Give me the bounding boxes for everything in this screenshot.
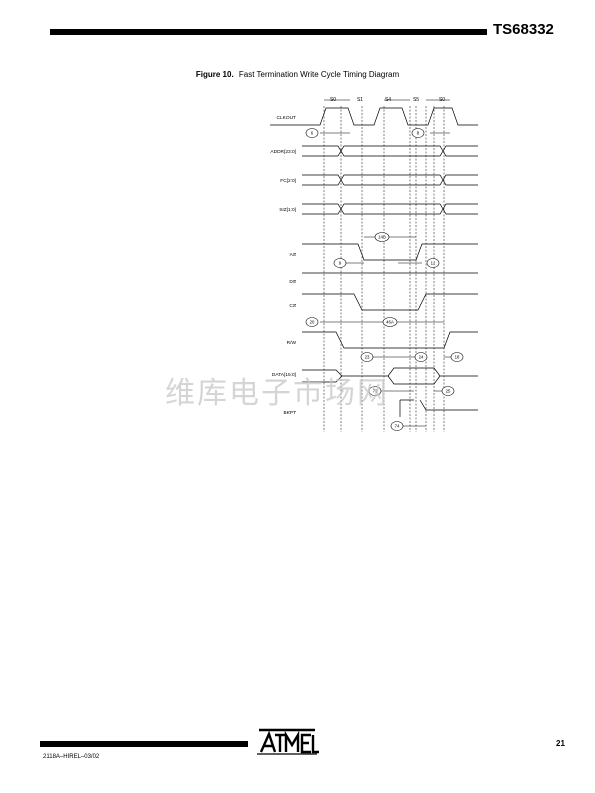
- figure-caption: Figure 10. Fast Termination Write Cycle …: [0, 70, 595, 79]
- param-9-circle: [333, 258, 347, 268]
- figure-label: Figure 10.: [195, 70, 234, 79]
- cs-waveform: [302, 293, 478, 311]
- document-title: TS68332: [493, 21, 554, 38]
- signal-label: FC[2:0]: [280, 178, 296, 184]
- atmel-logo: [255, 726, 319, 761]
- param-label: 23: [365, 355, 370, 360]
- signal-label: SIZ[1:0]: [279, 207, 296, 213]
- param-20-circle: [305, 317, 319, 327]
- footer-rule: [40, 741, 248, 747]
- watermark: 维库电子市场网: [165, 376, 389, 411]
- page-number: 21: [556, 739, 565, 748]
- as-waveform: [302, 243, 478, 261]
- siz-waveform: [302, 203, 478, 215]
- signal-label: DS: [289, 279, 296, 285]
- signal-label: ADDR[23:0]: [270, 149, 296, 155]
- param-label: 73: [373, 389, 378, 394]
- document-code: 2118A–HIREL–03/02: [43, 754, 100, 760]
- header-rule: [50, 29, 487, 35]
- param-label: 46A: [386, 320, 394, 325]
- addr-waveform: [302, 145, 478, 157]
- param-label: 74: [395, 424, 400, 429]
- reference-lines: [323, 106, 445, 432]
- state-label: S4: [385, 97, 391, 103]
- data-waveform: [302, 367, 478, 385]
- signal-label: AS: [290, 252, 296, 258]
- param-label: 25: [446, 389, 451, 394]
- param-label: 8: [417, 131, 420, 136]
- param-label: 24: [419, 355, 424, 360]
- signal-label: BKPT: [283, 410, 296, 416]
- signal-label: CS: [289, 303, 296, 309]
- param-label: 9: [339, 261, 342, 266]
- rw-waveform: [302, 331, 478, 349]
- param-18-circle: [450, 352, 464, 362]
- param-12-circle: [426, 258, 440, 268]
- signal-label: DATA[15:0]: [272, 372, 296, 378]
- param-74-circle: [390, 421, 404, 431]
- param-14b-circle: [374, 232, 390, 242]
- param-label: 14B: [378, 235, 386, 240]
- param-25-circle: [441, 386, 455, 396]
- param-label: 6: [311, 131, 314, 136]
- state-label: S0: [439, 97, 445, 103]
- timing-arrows: [320, 132, 456, 427]
- clkout-waveform: [270, 107, 478, 126]
- param-8-circle: [411, 128, 425, 138]
- state-label: S5: [413, 97, 419, 103]
- timing-diagram: S0 S1 S4 S5 S0 CLKOUT ADDR[23:0] FC[2:0]…: [250, 92, 482, 447]
- param-6-circle: [305, 128, 319, 138]
- state-label: S0: [330, 97, 336, 103]
- param-46a-circle: [382, 317, 398, 327]
- fc-waveform: [302, 174, 478, 186]
- state-label: S1: [357, 97, 363, 103]
- param-24-circle: [414, 352, 428, 362]
- param-23-circle: [360, 352, 374, 362]
- param-label: 18: [455, 355, 460, 360]
- bkpt-waveform: [399, 399, 478, 417]
- timing-diagram-svg: S0 S1 S4 S5 S0 CLKOUT ADDR[23:0] FC[2:0]…: [270, 97, 478, 432]
- signal-label: CLKOUT: [277, 115, 297, 121]
- signal-label: R/W: [287, 340, 297, 346]
- param-73-circle: [368, 386, 382, 396]
- param-label: 12: [431, 261, 436, 266]
- param-label: 20: [310, 320, 315, 325]
- figure-caption-text: Fast Termination Write Cycle Timing Diag…: [238, 70, 400, 79]
